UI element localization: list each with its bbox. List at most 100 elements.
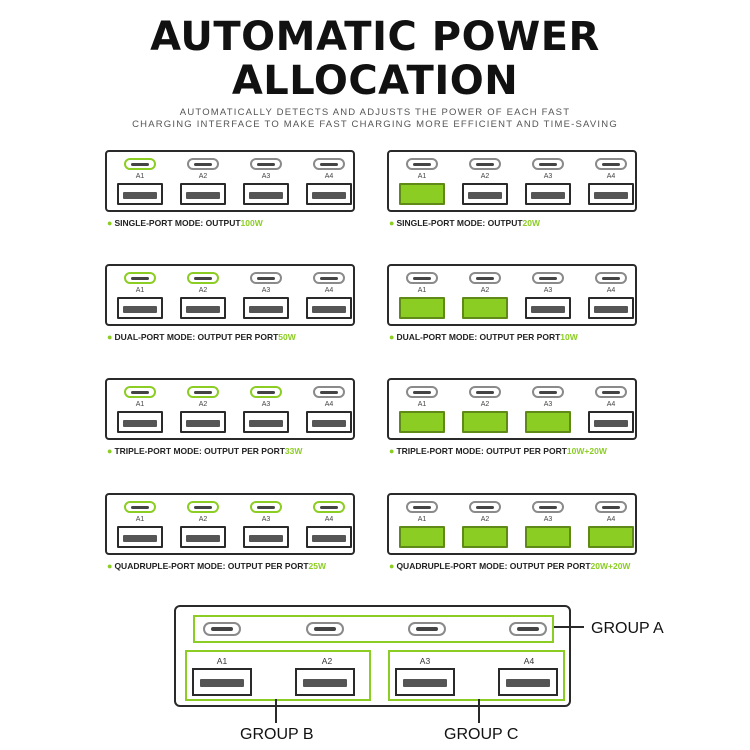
usb-a-port-1 <box>117 183 163 205</box>
usb-a-port-4 <box>306 183 352 205</box>
port-label: A2 <box>198 287 208 294</box>
group-b-usb-a-port-2 <box>295 668 355 696</box>
group-b-box: A1 A2 <box>185 650 371 701</box>
mode-output-value: 100W <box>240 218 263 228</box>
bullet-dot-icon: ● <box>107 561 113 571</box>
type-c-port-4 <box>313 272 345 284</box>
port-label: A3 <box>543 173 553 180</box>
mode-label: SINGLE-PORT MODE: OUTPUT <box>396 218 523 228</box>
group-a-label: GROUP A <box>591 620 664 637</box>
type-c-port-4 <box>595 386 627 398</box>
port-label: A1 <box>135 287 145 294</box>
bullet-dot-icon: ● <box>107 332 113 342</box>
port-label: A3 <box>543 287 553 294</box>
port-label: A4 <box>324 401 334 408</box>
type-c-port-3 <box>532 158 564 170</box>
usb-a-port-4 <box>588 297 634 319</box>
usb-a-port-2 <box>462 183 508 205</box>
group-b-usb-a-port-1 <box>192 668 252 696</box>
usb-a-port-4 <box>588 183 634 205</box>
mode-caption: ●DUAL-PORT MODE: OUTPUT PER PORT50W <box>107 332 296 342</box>
port-label: A1 <box>135 516 145 523</box>
port-label: A1 <box>417 173 427 180</box>
mode-label: QUADRUPLE-PORT MODE: OUTPUT PER PORT <box>396 561 591 571</box>
group-b-label: GROUP B <box>240 726 314 743</box>
port-label-a3: A3 <box>419 656 431 666</box>
type-c-port-4 <box>595 158 627 170</box>
group-b-leader-line <box>275 699 277 723</box>
port-label: A4 <box>606 287 616 294</box>
port-label: A4 <box>606 173 616 180</box>
type-c-port-3 <box>250 158 282 170</box>
group-a-type-c-port-1 <box>203 622 241 636</box>
mode-label: DUAL-PORT MODE: OUTPUT PER PORT <box>114 332 279 342</box>
type-c-port-4 <box>595 501 627 513</box>
usb-a-port-1 <box>117 297 163 319</box>
type-c-port-4-active <box>313 501 345 513</box>
mode-label: SINGLE-PORT MODE: OUTPUT <box>114 218 241 228</box>
type-c-port-4 <box>313 386 345 398</box>
usb-a-port-2-active <box>462 411 508 433</box>
port-label-a2: A2 <box>321 656 333 666</box>
mode-label: TRIPLE-PORT MODE: OUTPUT PER PORT <box>396 446 567 456</box>
port-label-a4: A4 <box>523 656 535 666</box>
mode-label: TRIPLE-PORT MODE: OUTPUT PER PORT <box>114 446 285 456</box>
mode-caption: ●TRIPLE-PORT MODE: OUTPUT PER PORT10W+20… <box>389 446 607 456</box>
type-c-port-2 <box>469 386 501 398</box>
mode-output-value: 20W <box>522 218 541 228</box>
usb-a-port-4 <box>306 297 352 319</box>
type-c-port-3-active <box>250 501 282 513</box>
page-title-line-2: ALLOCATION <box>231 58 519 104</box>
usb-a-port-3-active <box>525 411 571 433</box>
port-label: A4 <box>324 516 334 523</box>
type-c-port-3-active <box>250 386 282 398</box>
usb-a-port-2 <box>180 411 226 433</box>
type-c-port-3 <box>250 272 282 284</box>
mode-caption: ●QUADRUPLE-PORT MODE: OUTPUT PER PORT20W… <box>389 561 630 571</box>
usb-a-port-4 <box>306 411 352 433</box>
bullet-dot-icon: ● <box>389 446 395 456</box>
type-c-port-1-active <box>124 386 156 398</box>
port-group-diagram: A1 A2 A3 A4 <box>174 605 571 707</box>
bullet-dot-icon: ● <box>389 332 395 342</box>
type-c-port-1 <box>406 272 438 284</box>
usb-a-port-2-active <box>462 526 508 548</box>
usb-a-port-3 <box>525 183 571 205</box>
type-c-port-2 <box>187 158 219 170</box>
group-a-type-c-port-3 <box>408 622 446 636</box>
usb-a-port-3 <box>243 411 289 433</box>
usb-a-port-3-active <box>525 526 571 548</box>
mode-output-value: 50W <box>278 332 296 342</box>
type-c-port-1-active <box>124 501 156 513</box>
port-label-a1: A1 <box>216 656 228 666</box>
type-c-port-2 <box>469 158 501 170</box>
port-label: A3 <box>261 287 271 294</box>
usb-a-port-1-active <box>399 526 445 548</box>
bullet-dot-icon: ● <box>107 446 113 456</box>
mode-output-value: 25W <box>308 561 327 571</box>
subtitle-line-2: CHARGING INTERFACE TO MAKE FAST CHARGING… <box>132 119 618 130</box>
mode-caption: ●QUADRUPLE-PORT MODE: OUTPUT PER PORT25W <box>107 561 326 571</box>
port-label: A4 <box>324 173 334 180</box>
type-c-port-3 <box>532 272 564 284</box>
port-label: A1 <box>417 287 427 294</box>
type-c-port-1 <box>406 158 438 170</box>
group-a-box <box>193 615 554 643</box>
mode-panel-2: A1 A2 A3 A4 ●SINGLE-PORT MODE: OUTPUT20W <box>387 150 643 236</box>
port-label: A1 <box>417 401 427 408</box>
usb-a-port-2-active <box>462 297 508 319</box>
port-label: A2 <box>198 516 208 523</box>
port-label: A4 <box>606 401 616 408</box>
usb-a-port-1-active <box>399 183 445 205</box>
port-label: A2 <box>480 173 490 180</box>
subtitle-line-1: AUTOMATICALLY DETECTS AND ADJUSTS THE PO… <box>179 107 571 118</box>
group-c-usb-a-port-1 <box>395 668 455 696</box>
type-c-port-2-active <box>187 501 219 513</box>
mode-caption: ●SINGLE-PORT MODE: OUTPUT20W <box>389 218 540 228</box>
mode-caption: ●SINGLE-PORT MODE: OUTPUT100W <box>107 218 263 228</box>
usb-a-port-3 <box>243 526 289 548</box>
group-c-leader-line <box>478 699 480 723</box>
type-c-port-1-active <box>124 272 156 284</box>
type-c-port-4 <box>595 272 627 284</box>
